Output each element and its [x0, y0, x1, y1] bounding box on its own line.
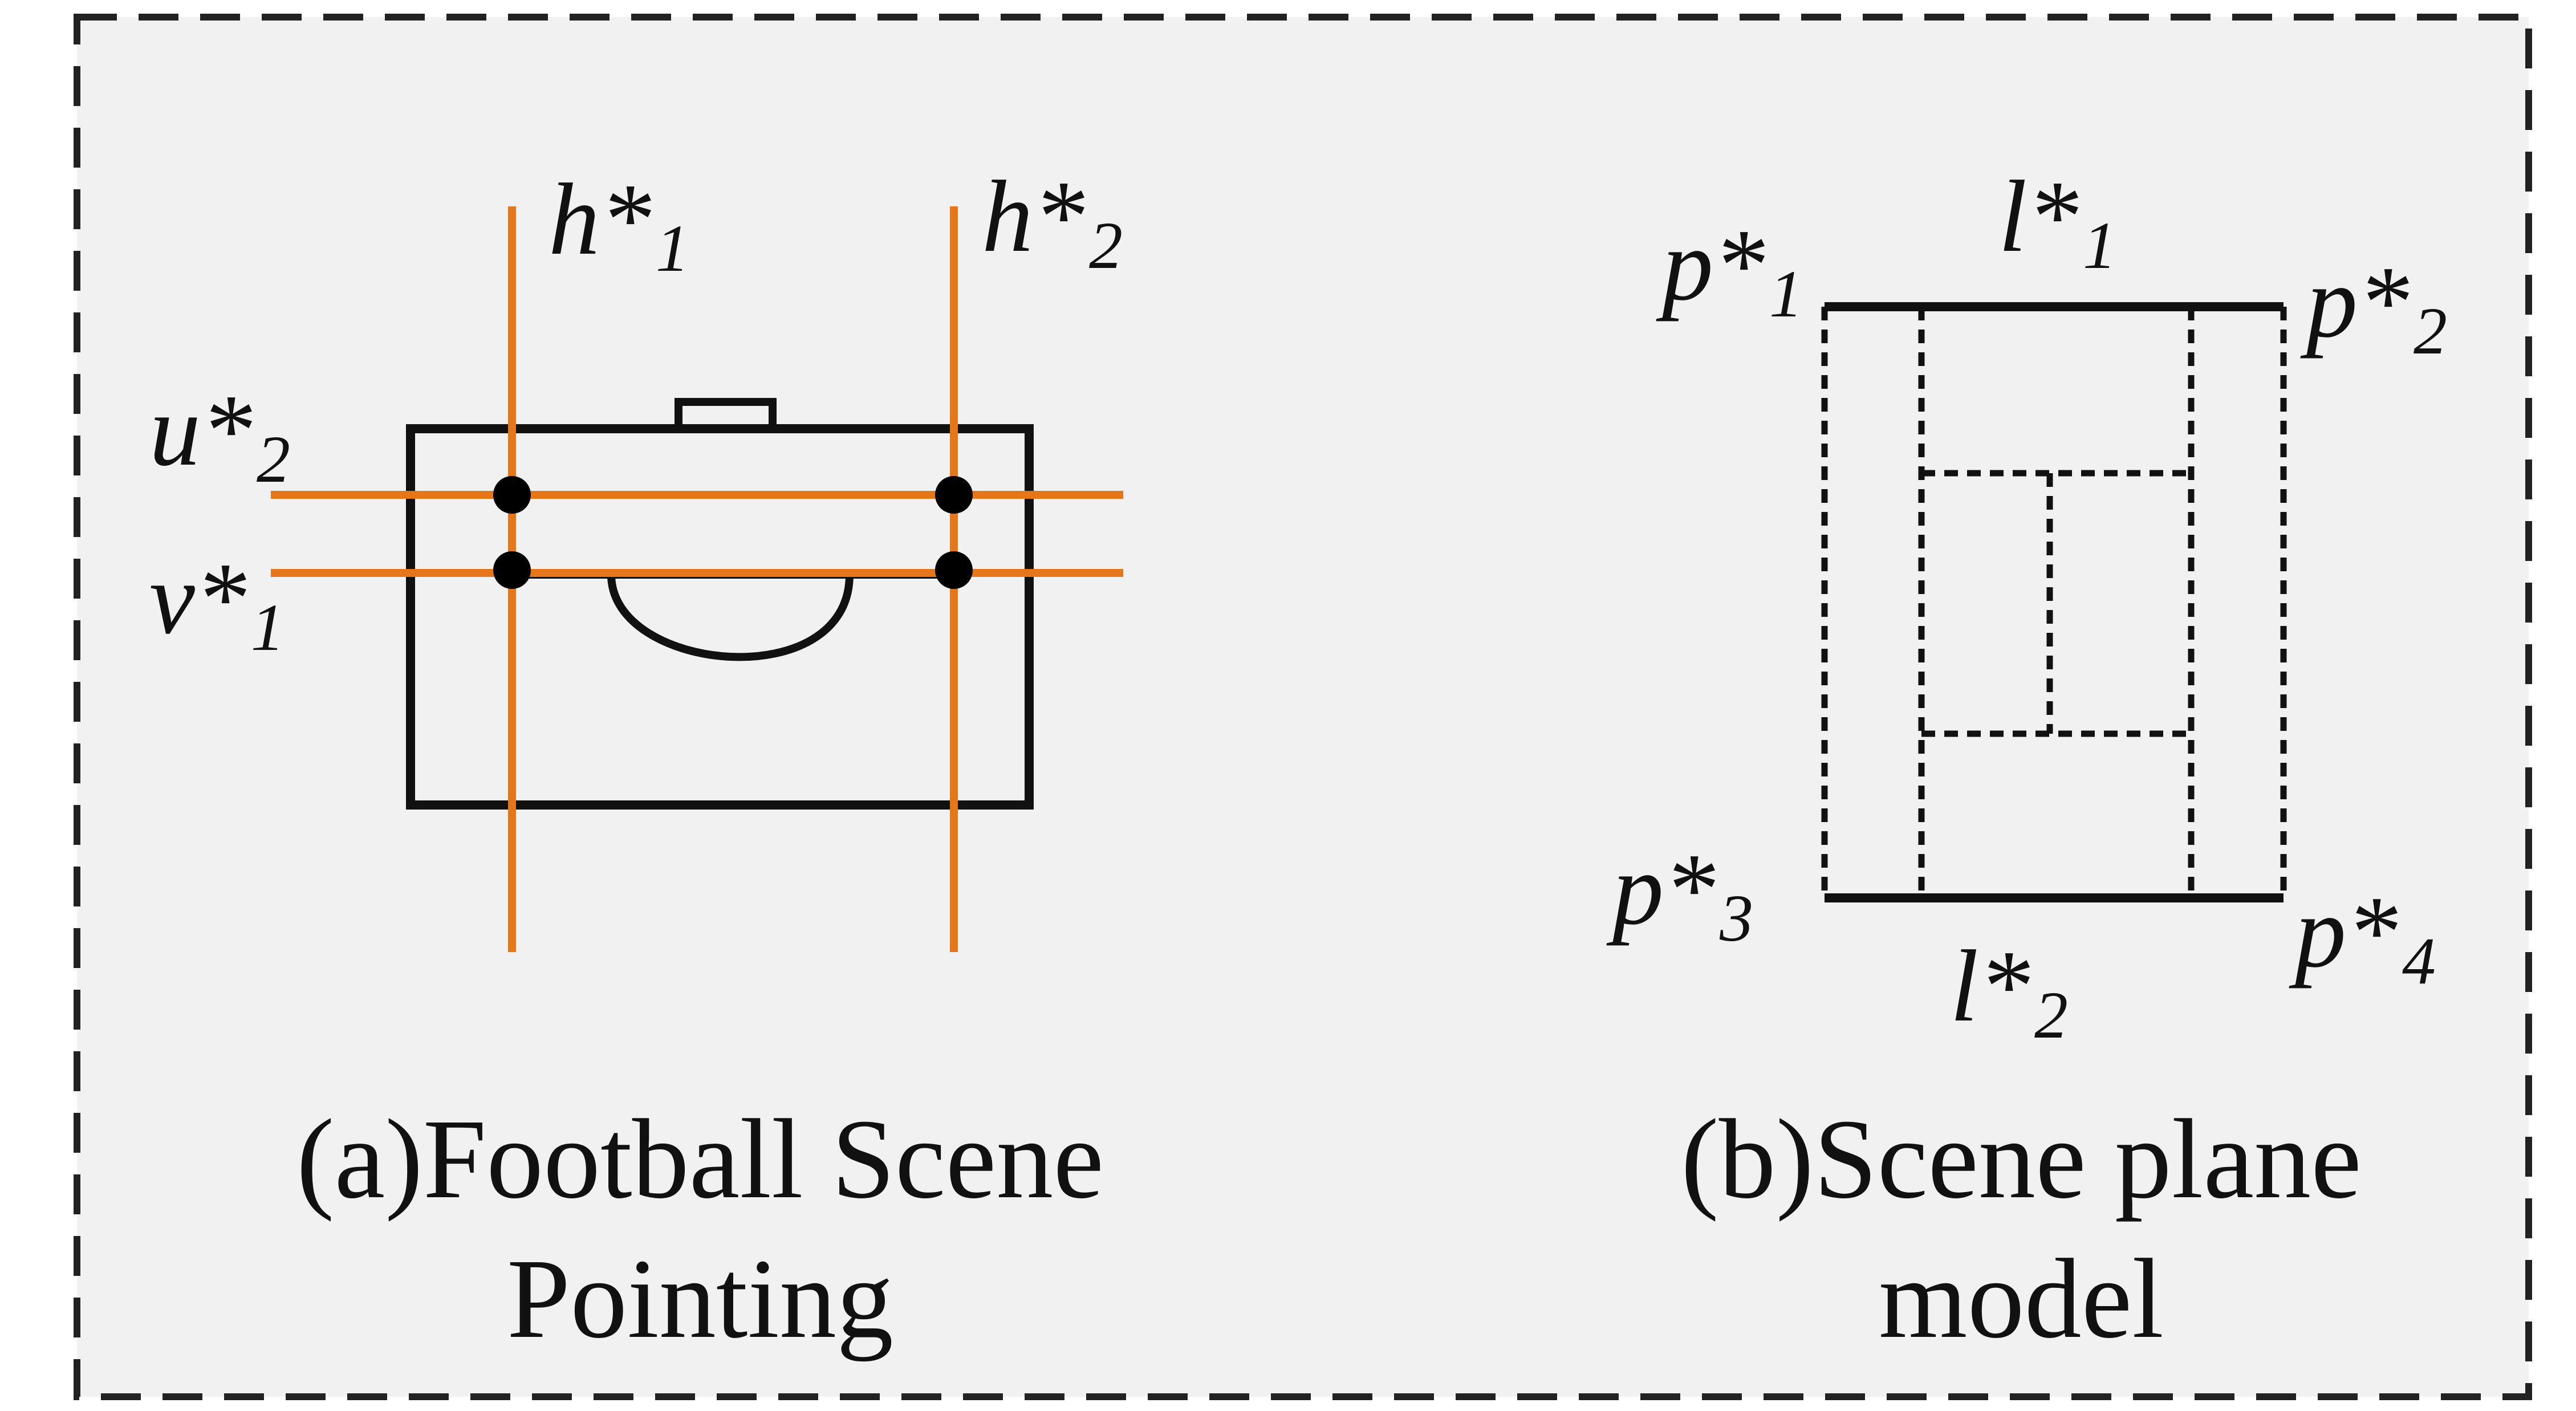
label-l2: l*2: [1950, 929, 2068, 1052]
panel-a-football-scene: h*1 h*2 u*2 v*1 (a)Football Scene Pointi…: [149, 160, 1123, 1362]
goal-box: [675, 398, 777, 429]
intersection-point: [935, 476, 973, 514]
label-v1: v*1: [149, 542, 285, 665]
label-l1: l*1: [1998, 160, 2116, 283]
field-outline: [406, 424, 1034, 810]
intersection-point: [493, 476, 531, 514]
label-p1: p*1: [1656, 208, 1803, 331]
caption-b-line1: (b)Scene plane: [1681, 1096, 2362, 1222]
caption-b-line2: model: [1879, 1236, 2164, 1362]
label-u2: u*2: [149, 373, 290, 497]
figure-background: [74, 14, 2532, 1400]
label-h1: h*1: [548, 162, 689, 286]
intersection-point: [935, 551, 973, 589]
label-h2: h*2: [982, 160, 1123, 283]
penalty-arc: [607, 574, 854, 661]
caption-a-line1: (a)Football Scene: [296, 1096, 1104, 1222]
dashed-field-model: [1821, 307, 2287, 898]
intersection-point: [493, 551, 531, 589]
label-p2: p*2: [2300, 245, 2447, 368]
caption-a-line2: Pointing: [507, 1236, 893, 1362]
label-p4: p*4: [2289, 875, 2436, 998]
panel-b-scene-plane-model: p*1 l*1 p*2 p*3 p*4 l*2 (b)Scene plane m…: [1606, 160, 2447, 1362]
label-p3: p*3: [1606, 832, 1753, 955]
